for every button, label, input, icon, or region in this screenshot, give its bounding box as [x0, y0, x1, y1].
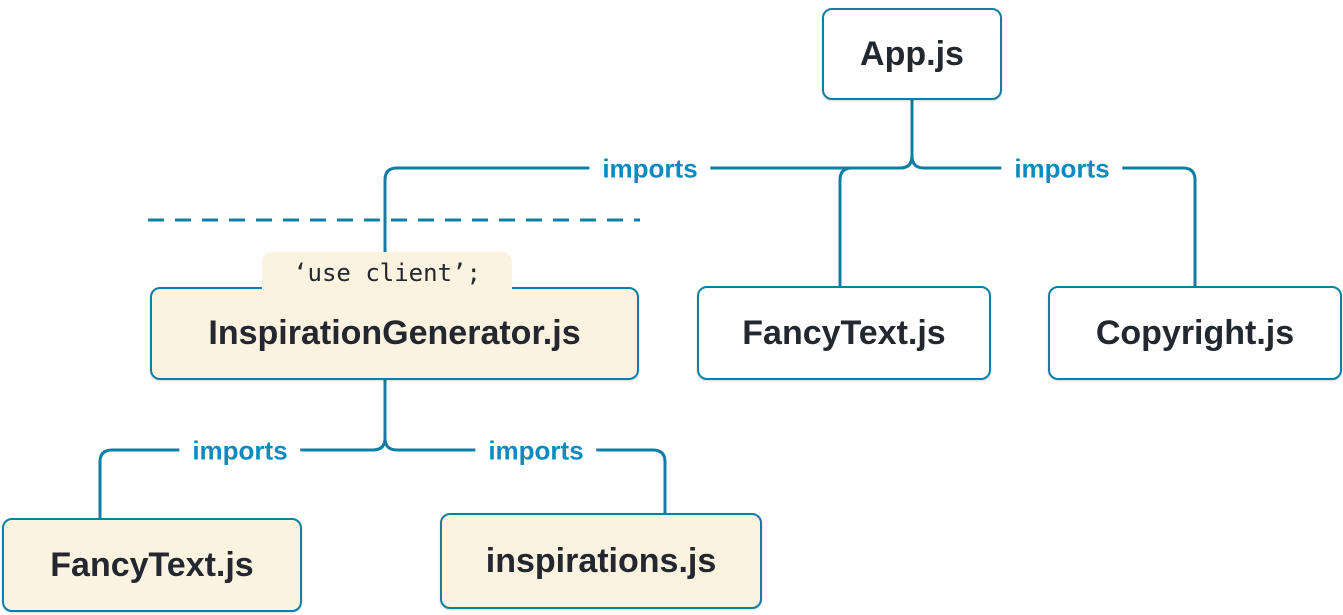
use-client-directive-text: ‘use client’;	[293, 258, 481, 287]
node-copyright-js-label: Copyright.js	[1095, 313, 1295, 352]
imports-label-generator-to-fancy-text: imports	[179, 433, 301, 469]
node-app-js: App.js	[822, 8, 1002, 100]
use-client-directive-tag: ‘use client’;	[262, 252, 512, 293]
node-fancy-text-js-bottom: FancyText.js	[2, 518, 302, 612]
node-inspiration-generator-js: InspirationGenerator.js	[150, 287, 639, 380]
node-copyright-js: Copyright.js	[1048, 286, 1342, 380]
edge-app-to-copyright	[910, 100, 1197, 290]
node-fancy-text-js-top: FancyText.js	[697, 286, 991, 380]
node-fancy-text-js-top-label: FancyText.js	[742, 313, 946, 352]
edge-app-to-fancy-text	[838, 100, 914, 290]
imports-label-app-to-inspiration-generator: imports	[589, 151, 711, 187]
node-fancy-text-js-bottom-label: FancyText.js	[50, 545, 254, 584]
imports-label-app-to-copyright: imports	[1001, 151, 1123, 187]
node-inspirations-js-label: inspirations.js	[485, 541, 717, 580]
node-inspirations-js: inspirations.js	[440, 513, 762, 609]
imports-label-generator-to-inspirations: imports	[475, 433, 597, 469]
node-app-js-label: App.js	[860, 34, 964, 73]
node-inspiration-generator-js-label: InspirationGenerator.js	[208, 314, 581, 352]
